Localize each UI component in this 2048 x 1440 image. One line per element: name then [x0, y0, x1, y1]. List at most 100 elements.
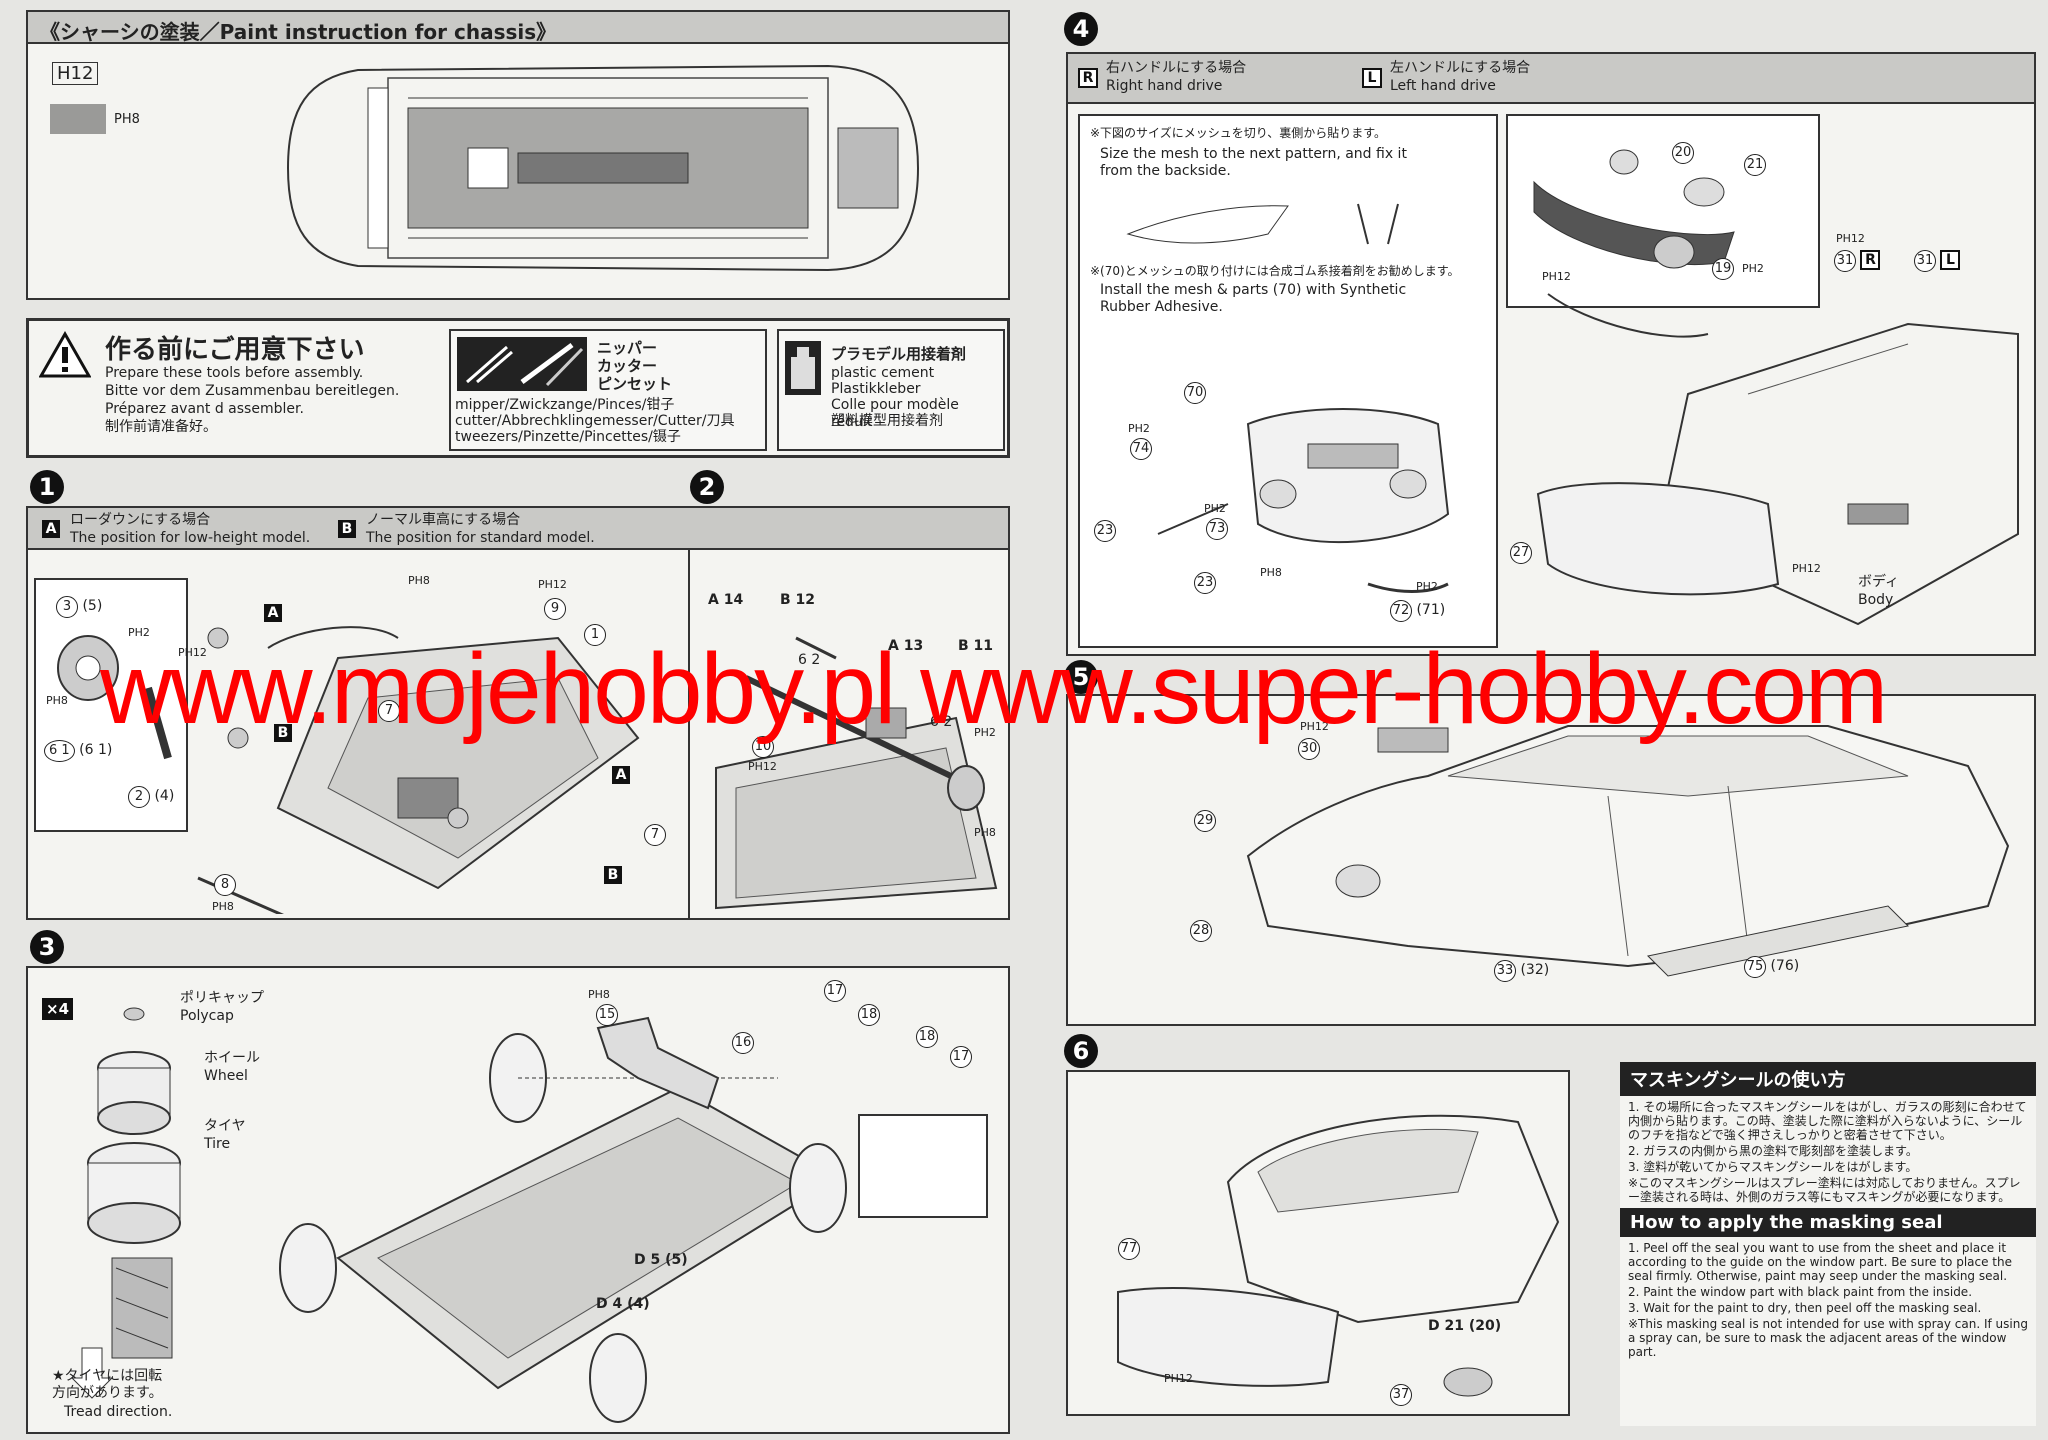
s4-label-21: 21: [1744, 154, 1766, 176]
s1-label-7b: 7: [644, 824, 666, 846]
step-6-panel: 77 PH12 D 21 (20) 37: [1066, 1070, 1570, 1416]
step-4-number: 4: [1064, 12, 1098, 46]
cement-line-3: Colle pour modèle réduit: [831, 397, 959, 430]
tool-multi-2: cutter/Abbrechklingemesser/Cutter/刀具: [455, 413, 735, 429]
s4-label-ph12c: PH12: [1792, 562, 1821, 575]
masking-en-3: 3. Wait for the paint to dry, then peel …: [1628, 1301, 1982, 1315]
prep-line-1: Prepare these tools before assembly.: [105, 365, 364, 381]
tool-multi-1: mipper/Zwickzange/Pinces/钳子: [455, 397, 675, 413]
s5-label-33: 33 (32): [1494, 960, 1549, 982]
tread-note-en: Tread direction.: [64, 1404, 173, 1420]
step-5-number: 5: [1064, 660, 1098, 694]
s6-label-ph12: PH12: [1164, 1372, 1193, 1385]
cement-bottle-icon: [785, 341, 821, 395]
s4-label-ph12: PH12: [1542, 270, 1571, 283]
s4-label-19: 19: [1712, 258, 1734, 280]
cement-title: プラモデル用接着剤: [831, 345, 967, 363]
s4-label-ph8: PH8: [1260, 566, 1282, 579]
s1-badge-b2: B: [604, 866, 622, 884]
s1-label-3: 3 (5): [56, 596, 102, 618]
tool-nipper: ニッパー: [597, 339, 658, 357]
masking-seal-box: マスキングシールの使い方 1. その場所に合ったマスキングシールをはがし、ガラス…: [1620, 1062, 2036, 1426]
l-badge: L: [1362, 68, 1382, 88]
s5-label-75: 75 (76): [1744, 956, 1799, 978]
body-jp: ボディ: [1858, 574, 1900, 590]
car-body-front-drawing: [1536, 293, 2019, 626]
tool-cutter: カッター: [597, 357, 658, 375]
step-5-panel: PH12 30 29 28 33 (32) 75 (76): [1066, 694, 2036, 1026]
mesh-detail-box: [1078, 114, 1498, 648]
mesh-pattern-drawing: [1126, 203, 1399, 245]
s2-label-62b: 6 2: [930, 714, 953, 730]
s1-label-ph8: PH8: [46, 694, 68, 707]
step-4-header: R 右ハンドルにする場合 Right hand drive L 左ハンドルにする…: [1068, 54, 2034, 104]
step-1-drawing: [57, 626, 640, 914]
polycap-jp: ポリキャップ: [180, 990, 264, 1006]
r-jp: 右ハンドルにする場合: [1106, 60, 1247, 76]
tools-icon: [457, 337, 587, 391]
s6-label-37: 37: [1390, 1384, 1412, 1406]
s3-label-15: 15: [596, 1004, 618, 1026]
s1-label-ph12: PH12: [178, 646, 207, 659]
s2-label-10: 10: [752, 736, 774, 758]
paint-code-2: PH8: [114, 112, 140, 127]
paint-instruction-panel: 《シャーシの塗装／Paint instruction for chassis》 …: [26, 10, 1010, 300]
tool-tweezers: ピンセット: [597, 375, 673, 393]
s4-label-72: 72 (71): [1390, 600, 1445, 622]
muffler-detail-box: [858, 1114, 988, 1218]
watermark-text: www.mojehobby.pl www.super-hobby.com: [100, 633, 1888, 745]
prep-line-3: Préparez avant d assembler.: [105, 401, 304, 417]
s1-badge-b: B: [274, 724, 292, 742]
prep-line-4: 制作前请准备好。: [105, 419, 217, 435]
s4-label-ph2d: PH2: [1416, 580, 1438, 593]
s4-label-ph12b: PH12: [1836, 232, 1865, 245]
s4-label-31r: 31 R: [1834, 250, 1881, 272]
step-5-car-drawing: [1246, 725, 2010, 977]
s5-label-ph12: PH12: [1300, 720, 1329, 733]
s5-label-29: 29: [1194, 810, 1216, 832]
s4-label-70: 70: [1184, 382, 1206, 404]
s6-label-77: 77: [1118, 1238, 1140, 1260]
s2-label-b11: B 11: [958, 638, 994, 654]
step-3-number: 3: [30, 930, 64, 964]
masking-jp-3: 3. 塗料が乾いてからマスキングシールをはがします。: [1628, 1160, 1918, 1174]
step-divider: [688, 550, 690, 918]
prep-tools-panel: 作る前にご用意下さい Prepare these tools before as…: [26, 318, 1010, 458]
s3-label-18b: 18: [916, 1026, 938, 1048]
polycap-en: Polycap: [180, 1008, 234, 1024]
masking-en-2: 2. Paint the window part with black pain…: [1628, 1285, 1973, 1299]
s2-label-ph2: PH2: [974, 726, 996, 739]
tread-note-jp: ★タイヤには回転方向があります。: [52, 1368, 163, 1401]
step-1-number: 1: [30, 470, 64, 504]
lamp-parts-drawing: [1533, 149, 1735, 269]
s4-label-ph2c: PH2: [1204, 502, 1226, 515]
s1-label-ph12b: PH12: [538, 578, 567, 591]
position-a-jp: ローダウンにする場合: [70, 512, 211, 528]
position-b-en: The position for standard model.: [366, 530, 595, 546]
suspension-inset: [34, 578, 188, 832]
s2-label-ph8: PH8: [974, 826, 996, 839]
mesh-note-1-jp: ※下図のサイズにメッシュを切り、裏側から貼ります。: [1090, 126, 1387, 140]
mesh-note-2-en: Install the mesh & parts (70) with Synth…: [1100, 282, 1407, 315]
masking-jp-4: ※このマスキングシールはスプレー塗料には対応しておりません。スプレー塗装される時…: [1628, 1176, 2021, 1204]
s5-label-28: 28: [1190, 920, 1212, 942]
wheel-jp: ホイール: [204, 1050, 260, 1066]
tool-multi-3: tweezers/Pinzette/Pincettes/镊子: [455, 429, 681, 445]
s2-label-ph12: PH12: [748, 760, 777, 773]
masking-title-jp: マスキングシールの使い方: [1620, 1062, 2036, 1096]
s1-label-61: 6 1 (6 1): [44, 740, 112, 762]
position-a-badge: A: [42, 520, 60, 538]
s3-label-d5: D 5 (5): [634, 1252, 688, 1268]
wheel-en: Wheel: [204, 1068, 248, 1084]
prep-title: 作る前にご用意下さい: [105, 335, 365, 365]
s1-label-ph2: PH2: [128, 626, 150, 639]
step-6-number: 6: [1064, 1034, 1098, 1068]
position-a-en: The position for low-height model.: [70, 530, 311, 546]
step-4-panel: R 右ハンドルにする場合 Right hand drive L 左ハンドルにする…: [1066, 52, 2036, 656]
s1-badge-a2: A: [612, 766, 630, 784]
warning-icon: [39, 331, 91, 378]
x4-badge: ×4: [42, 998, 74, 1020]
step-1-header: A ローダウンにする場合 The position for low-height…: [28, 508, 1008, 550]
r-en: Right hand drive: [1106, 78, 1223, 94]
s4-label-27: 27: [1510, 542, 1532, 564]
